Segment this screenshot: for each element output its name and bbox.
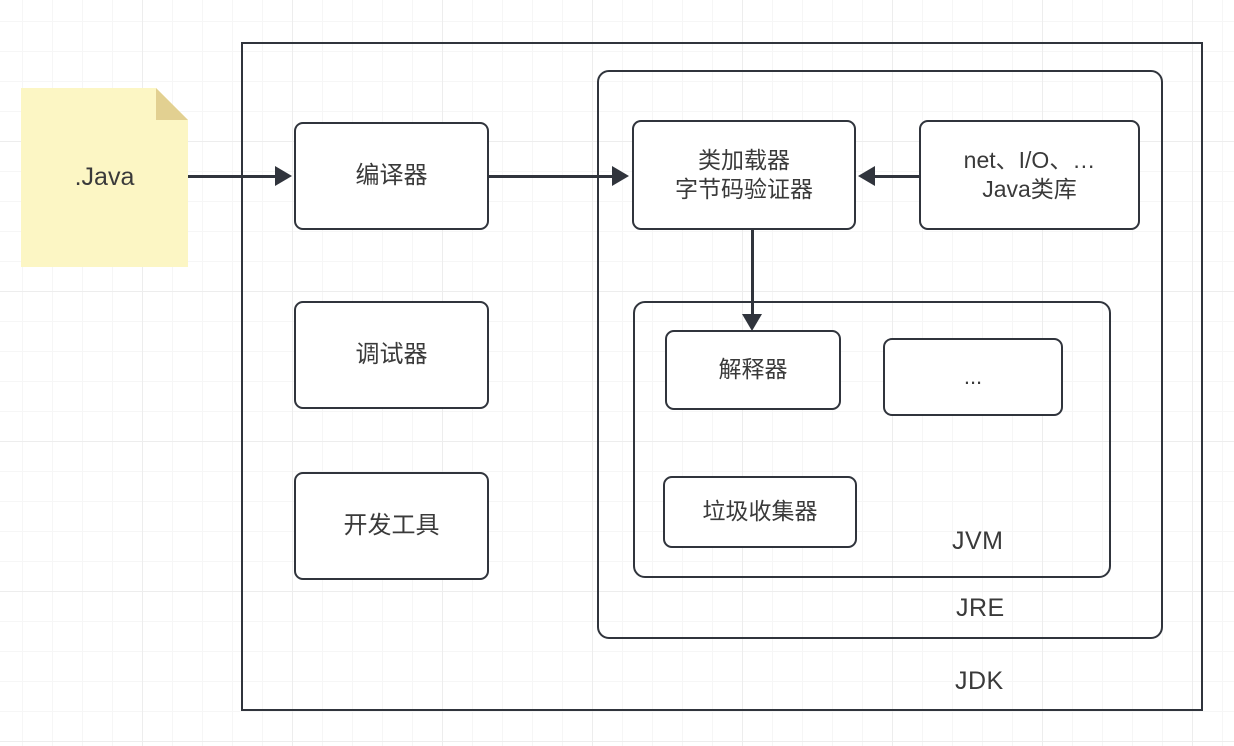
connector-class-loader-to-interpreter-arrowhead-icon <box>742 314 762 331</box>
source-file-note[interactable]: .Java <box>21 88 188 267</box>
node-java-libraries-line1: net、I/O、… <box>963 146 1096 173</box>
node-debugger[interactable]: 调试器 <box>294 301 489 409</box>
node-class-loader-line1: 类加载器 <box>698 146 790 173</box>
container-jre-label: JRE <box>956 594 1005 622</box>
node-garbage-collector-label: 垃圾收集器 <box>702 498 818 525</box>
node-class-loader[interactable]: 类加载器 字节码验证器 <box>632 120 856 230</box>
connector-class-loader-to-interpreter <box>751 230 754 317</box>
node-compiler[interactable]: 编译器 <box>294 122 489 230</box>
node-interpreter[interactable]: 解释器 <box>665 330 841 410</box>
node-java-libraries-line2: Java类库 <box>982 176 1077 202</box>
connector-java-libraries-to-class-loader <box>875 175 920 178</box>
note-fold-corner-icon <box>156 88 188 120</box>
container-jre[interactable] <box>597 70 1163 639</box>
node-compiler-label: 编译器 <box>355 161 428 189</box>
container-jvm-label: JVM <box>952 527 1004 555</box>
connector-compiler-to-class-loader <box>489 175 613 178</box>
connector-java-to-compiler-arrowhead-icon <box>275 166 292 186</box>
node-garbage-collector[interactable]: 垃圾收集器 <box>663 476 857 548</box>
source-file-label: .Java <box>74 163 135 191</box>
container-jvm[interactable] <box>633 301 1111 578</box>
connector-java-to-compiler <box>188 175 277 178</box>
container-jdk-label: JDK <box>955 667 1004 695</box>
node-ellipsis[interactable]: ... <box>883 338 1063 416</box>
node-debugger-label: 调试器 <box>355 340 428 368</box>
connector-compiler-to-class-loader-arrowhead-icon <box>612 166 629 186</box>
node-class-loader-line2: 字节码验证器 <box>675 176 813 202</box>
container-jdk[interactable] <box>241 42 1203 711</box>
node-ellipsis-label: ... <box>963 363 983 389</box>
node-java-libraries[interactable]: net、I/O、… Java类库 <box>919 120 1140 230</box>
node-interpreter-label: 解释器 <box>718 356 788 383</box>
node-dev-tools[interactable]: 开发工具 <box>294 472 489 580</box>
connector-java-libraries-to-class-loader-arrowhead-icon <box>858 166 875 186</box>
node-dev-tools-label: 开发工具 <box>343 511 440 539</box>
